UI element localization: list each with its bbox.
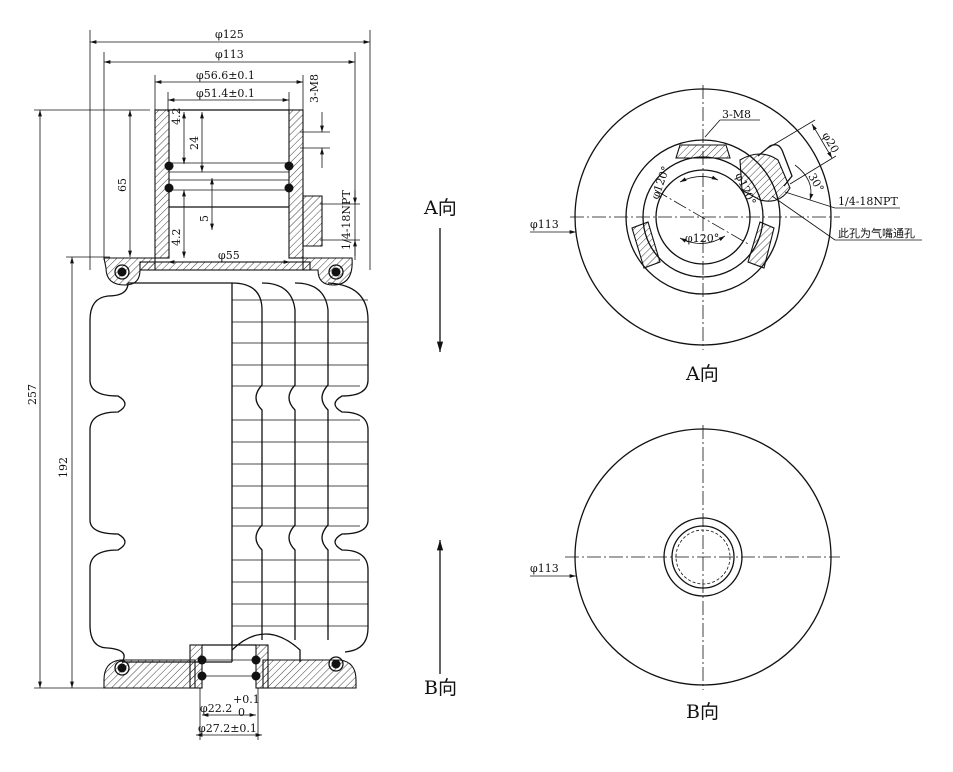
dim-d27: φ27.2±0.1: [198, 722, 257, 735]
top-dimensions: φ125 φ113 φ56.6±0.1 φ51.4±0.1: [89, 28, 371, 270]
dim-h65: 65: [116, 178, 129, 192]
view-a-npt: 1/4-18NPT: [838, 195, 898, 208]
dim-npt: 1/4-18NPT: [340, 190, 353, 250]
bottom-plate-section: φ22.2 +0.1 0 φ27.2±0.1: [103, 644, 357, 740]
dim-h24: 24: [188, 136, 201, 150]
view-a-d113: φ113: [530, 218, 559, 231]
dim-d125: φ125: [215, 28, 244, 41]
dim-t42a: 4.2: [170, 108, 183, 126]
dim-t5: 5: [198, 215, 211, 222]
view-b: φ113 B向: [530, 425, 840, 723]
view-a: 3-M8 φ20 30° 1/4-18NPT 此孔为气嘴通孔 φ113 φ120…: [530, 85, 922, 385]
dim-h257: 257: [26, 384, 39, 405]
arrow-label-a: A向: [423, 197, 457, 219]
direction-arrows: A向 B向: [423, 197, 457, 699]
view-a-label: A向: [685, 363, 719, 385]
dim-d113: φ113: [215, 48, 244, 61]
left-dimensions: 257 192 65 4.2 24 4.2 5: [26, 108, 214, 689]
dim-d55: φ55: [218, 249, 240, 262]
dim-d51: φ51.4±0.1: [196, 87, 255, 100]
dim-d22: φ22.2: [200, 702, 232, 715]
view-a-note: 此孔为气嘴通孔: [838, 226, 915, 240]
view-a-ang120a: φ120°: [649, 164, 673, 201]
dim-d22-tol-upper: +0.1: [233, 693, 260, 706]
top-cup-section: φ55: [103, 109, 353, 286]
dim-m8: 3-M8: [308, 74, 321, 103]
view-b-d113: φ113: [530, 562, 559, 575]
bellows-body: [89, 282, 369, 663]
dim-h192: 192: [57, 457, 70, 478]
dim-d22-tol-lower: 0: [238, 706, 245, 719]
dim-t42b: 4.2: [170, 229, 183, 247]
view-b-label: B向: [686, 701, 719, 723]
arrow-label-b: B向: [424, 677, 457, 699]
bellows-stripes: [232, 299, 368, 627]
view-a-m8: 3-M8: [722, 108, 751, 121]
view-a-ang120c: φ120°: [685, 232, 719, 245]
right-side-dimensions: 3-M8 1/4-18NPT: [300, 74, 360, 256]
dim-d56: φ56.6±0.1: [196, 69, 255, 82]
front-section-view: φ125 φ113 φ56.6±0.1 φ51.4±0.1 257 192: [26, 28, 371, 740]
